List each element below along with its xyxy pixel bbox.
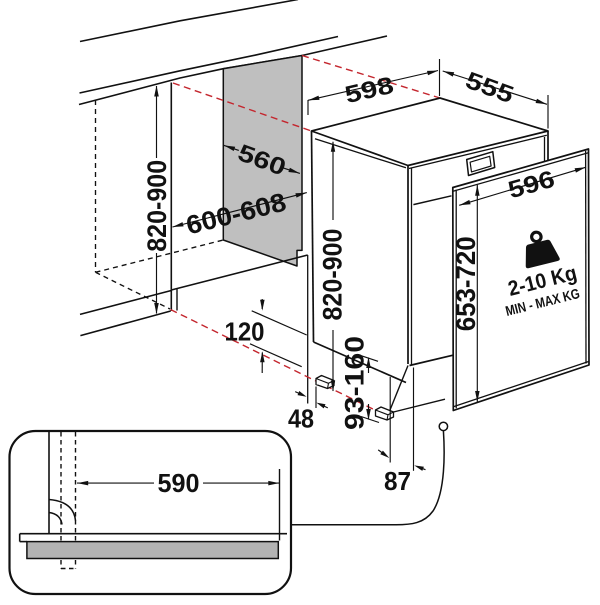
- svg-text:653-720: 653-720: [451, 236, 481, 331]
- svg-text:820-900: 820-900: [318, 229, 348, 321]
- svg-text:820-900: 820-900: [142, 160, 172, 252]
- svg-text:93-160: 93-160: [340, 336, 370, 430]
- svg-text:87: 87: [384, 466, 411, 496]
- svg-text:590: 590: [158, 468, 200, 498]
- svg-text:48: 48: [288, 404, 314, 434]
- svg-text:120: 120: [225, 317, 265, 347]
